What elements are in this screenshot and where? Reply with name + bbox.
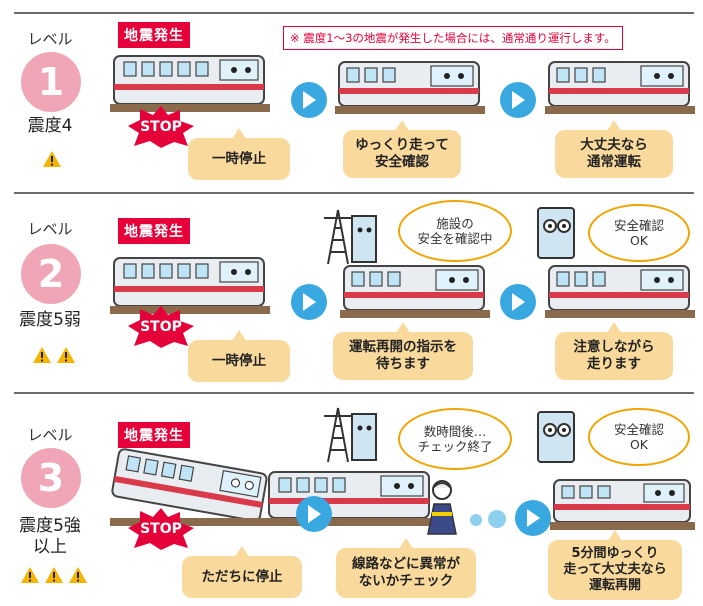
train-icon xyxy=(545,265,695,318)
arrow-right-icon xyxy=(500,82,536,118)
train-icon xyxy=(110,257,270,314)
divider xyxy=(14,192,694,194)
arrow-right-icon xyxy=(515,500,551,536)
building-icon xyxy=(537,411,575,463)
stop-sign-icon xyxy=(128,508,194,550)
warning-icons xyxy=(32,346,76,364)
train-icon xyxy=(550,479,695,530)
warning-icon xyxy=(33,347,51,363)
level-number-badge: 3 xyxy=(21,448,81,508)
earthquake-tag: 地震発生 xyxy=(118,422,190,448)
step-bubble: 線路などに異常が ないかチェック xyxy=(336,538,476,598)
arrow-right-icon xyxy=(291,82,327,118)
step-bubble: 5分間ゆっくり 走って大丈夫なら 運転再開 xyxy=(548,530,682,600)
building-icon xyxy=(537,207,575,259)
level-number-badge: 2 xyxy=(21,244,81,304)
stop-label: STOP xyxy=(140,119,182,135)
stop-sign-icon xyxy=(128,106,194,148)
speech-bubble: 安全確認 OK xyxy=(588,408,690,466)
step-bubble: ゆっくり走って 安全確認 xyxy=(343,120,461,178)
level-label: レベル xyxy=(27,30,73,48)
progress-dot xyxy=(488,510,506,528)
signal-tower-icon xyxy=(324,209,377,265)
intensity-label: 震度4 xyxy=(27,116,73,136)
train-icon xyxy=(340,265,490,318)
step-bubble: 一時停止 xyxy=(188,128,290,180)
worker-icon xyxy=(427,480,457,535)
intensity-label: 震度5弱 xyxy=(19,310,81,330)
arrow-right-icon xyxy=(291,284,327,320)
notice-text: ※ 震度1〜3の地震が発生した場合には、通常通り運行します。 xyxy=(283,26,623,50)
warning-icon xyxy=(43,151,61,167)
step-bubble: 運転再開の指示を 待ちます xyxy=(333,322,473,380)
step-bubble: 大丈夫なら 通常運転 xyxy=(555,120,673,178)
arrow-right-icon xyxy=(296,496,332,532)
stop-label: STOP xyxy=(140,319,182,335)
speech-bubble: 施設の 安全を確認中 xyxy=(398,200,512,262)
step-bubble: ただちに停止 xyxy=(182,546,302,598)
speech-bubble: 数時間後… チェック終了 xyxy=(398,408,512,470)
warning-icon xyxy=(21,567,39,583)
step-bubble: 一時停止 xyxy=(188,330,290,382)
train-icon xyxy=(545,61,695,114)
warning-icons xyxy=(20,566,88,584)
level-label: レベル xyxy=(27,220,73,238)
signal-tower-icon xyxy=(324,407,377,463)
train-icon xyxy=(110,55,270,112)
train-icon xyxy=(265,471,435,526)
stop-label: STOP xyxy=(140,521,182,537)
progress-dot xyxy=(470,514,482,526)
earthquake-tag: 地震発生 xyxy=(118,218,190,244)
speech-bubble: 安全確認 OK xyxy=(588,204,690,262)
warning-icons xyxy=(42,150,62,168)
train-icon xyxy=(335,61,485,114)
warning-icon xyxy=(57,347,75,363)
warning-icon xyxy=(69,567,87,583)
intensity-label: 震度5強 以上 xyxy=(19,516,81,557)
step-bubble: 注意しながら 走ります xyxy=(555,322,673,380)
train-icon xyxy=(110,448,280,526)
level-label: レベル xyxy=(27,426,73,444)
earthquake-tag: 地震発生 xyxy=(118,22,190,48)
arrow-right-icon xyxy=(500,284,536,320)
level-number-badge: 1 xyxy=(21,52,81,112)
divider xyxy=(14,12,694,14)
divider xyxy=(14,392,694,394)
stop-sign-icon xyxy=(128,306,194,348)
warning-icon xyxy=(45,567,63,583)
